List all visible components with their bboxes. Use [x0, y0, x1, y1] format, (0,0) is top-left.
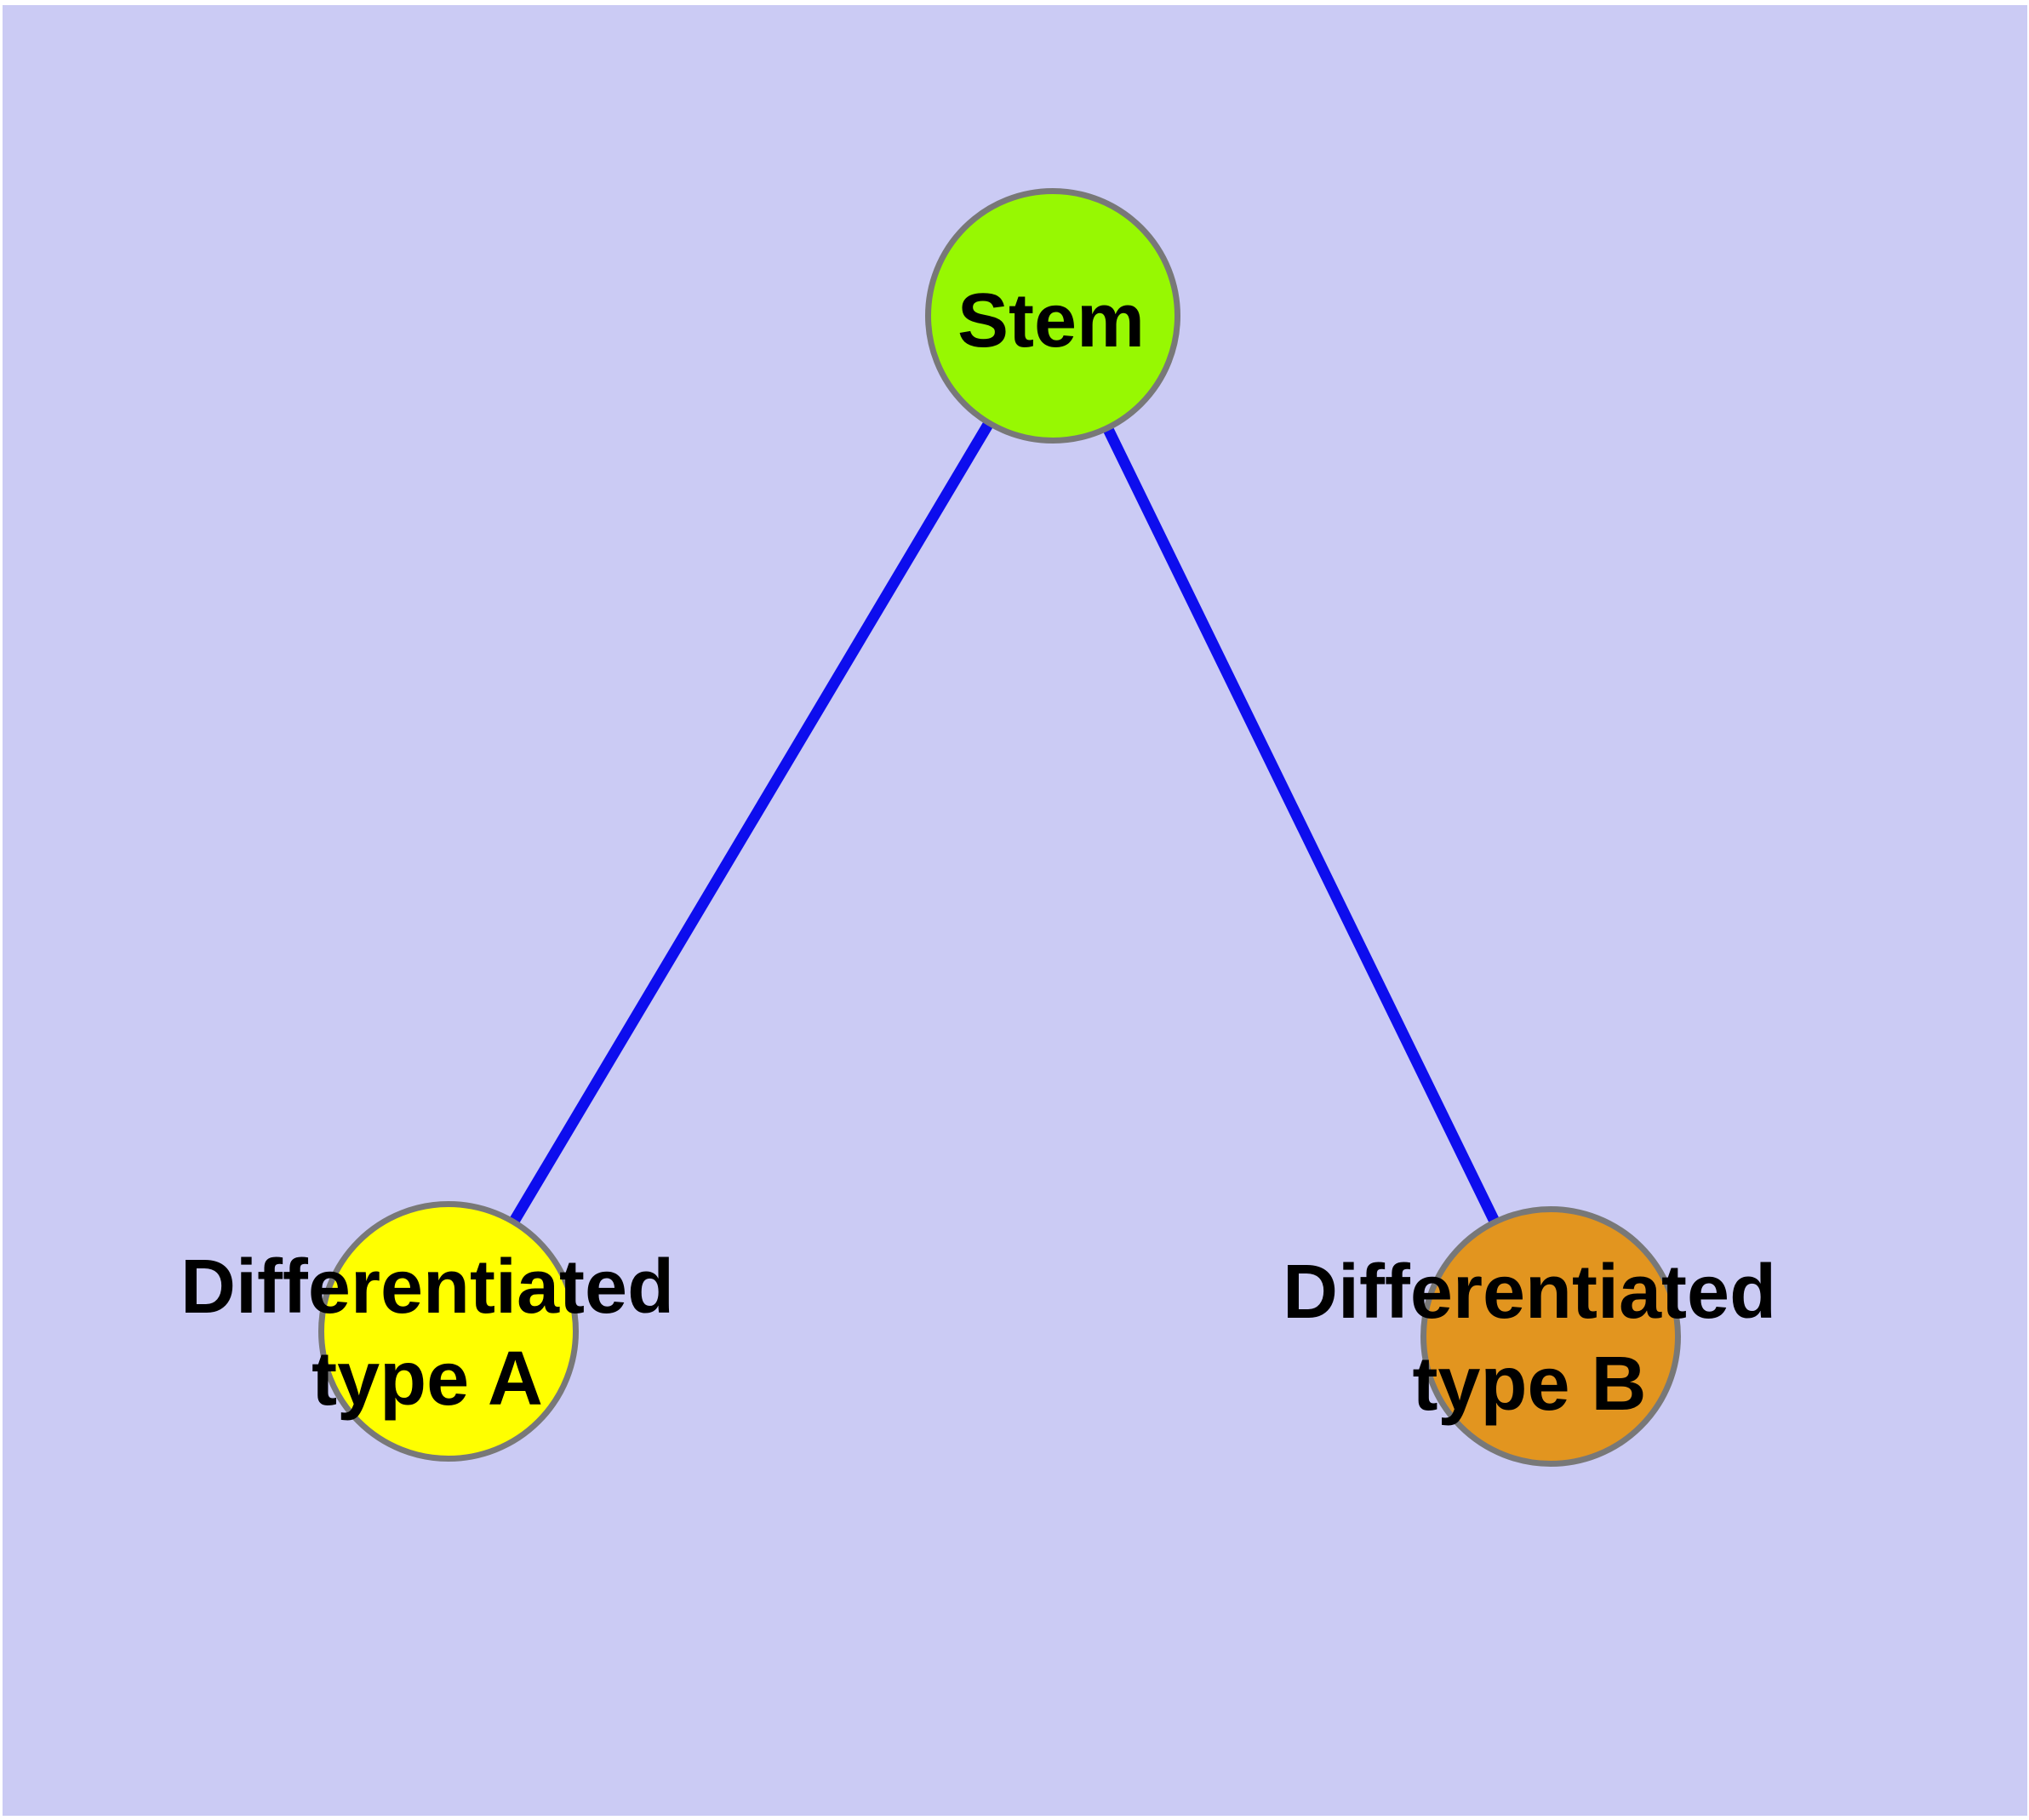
label-line: type A	[311, 1336, 543, 1422]
edge-stem-to-type-a	[443, 312, 1058, 1335]
edge-stem-to-type-b	[1048, 313, 1556, 1339]
label-line: Differentiated	[1282, 1250, 1777, 1335]
label-line: Differentiated	[180, 1245, 675, 1330]
label-line: type B	[1412, 1342, 1647, 1427]
node-stem	[925, 188, 1180, 444]
node-label-stem: Stem	[957, 275, 1145, 367]
node-label-differentiated-type-a: Differentiated type A	[180, 1241, 674, 1425]
node-differentiated-type-b	[1420, 1206, 1681, 1467]
diagram-canvas: Stem Differentiated type A Differentiate…	[3, 5, 2027, 1816]
node-differentiated-type-a	[318, 1201, 579, 1462]
edges-layer	[443, 312, 1556, 1339]
node-label-differentiated-type-b: Differentiated type B	[1283, 1246, 1776, 1430]
label-line: Stem	[957, 278, 1146, 363]
